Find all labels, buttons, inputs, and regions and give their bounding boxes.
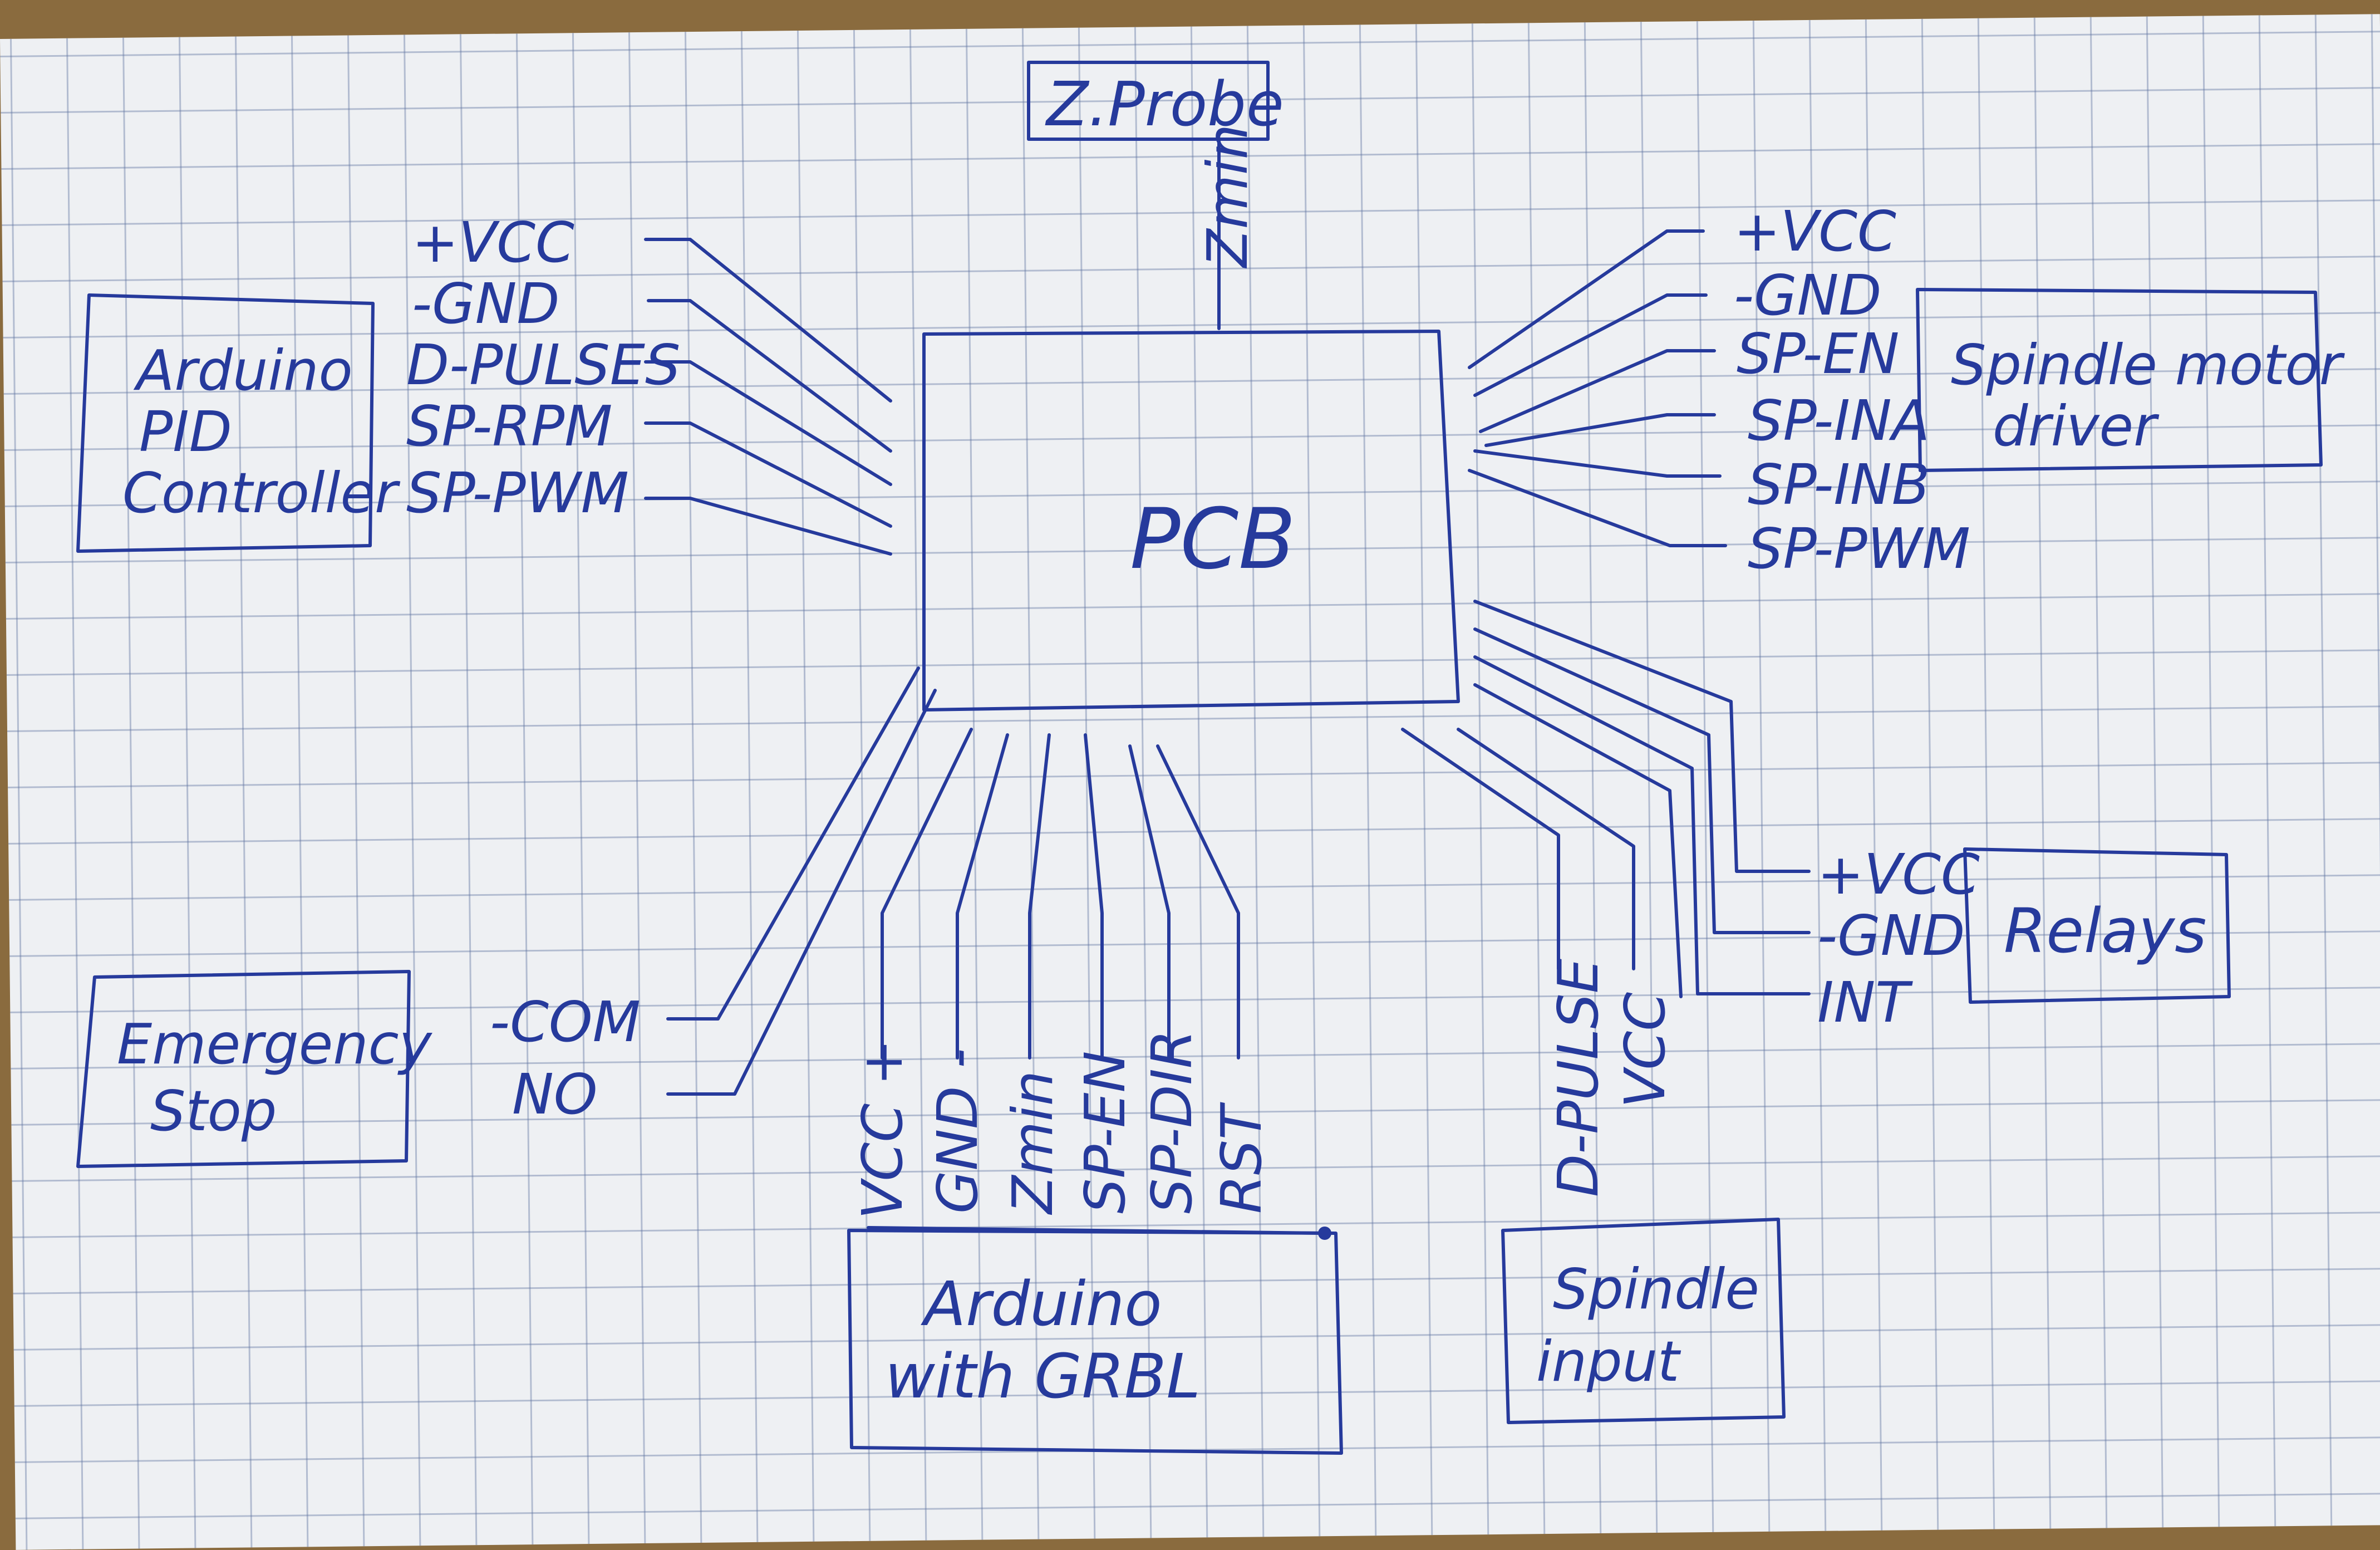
arduino-pid-box bbox=[76, 293, 375, 553]
pid-pin-gnd: -GND bbox=[412, 271, 559, 336]
z-probe-box bbox=[1027, 61, 1270, 141]
pcb-block: PCB bbox=[922, 330, 1460, 712]
estop-pin-com: -COM bbox=[490, 989, 641, 1054]
spindle-input-pin-d-pulse: D-PULSE bbox=[1546, 958, 1611, 1197]
arduino-pid-line-2: PID bbox=[139, 399, 232, 464]
arduino-grbl-line-2: with GRBL bbox=[885, 1341, 1201, 1412]
relay-pin-vcc: +VCC bbox=[1817, 842, 1980, 907]
relays-label: Relays bbox=[2004, 895, 2206, 967]
driver-wires bbox=[1468, 229, 1727, 547]
spindle-driver-line-1: Spindle motor bbox=[1951, 332, 2345, 398]
z-probe-label: Z.Probe bbox=[1045, 68, 1284, 140]
arduino-grbl-line-1: Arduino bbox=[921, 1268, 1162, 1340]
spindle-driver-box bbox=[1916, 288, 2323, 472]
driver-pin-gnd: -GND bbox=[1734, 263, 1881, 328]
spindle-input-line-2: input bbox=[1536, 1329, 1681, 1394]
header-dot bbox=[1318, 1227, 1331, 1240]
emergency-stop-block: Emergency Stop -COM NO bbox=[76, 666, 937, 1168]
relay-pin-int: INT bbox=[1817, 970, 1913, 1035]
pcb-label: PCB bbox=[1130, 491, 1296, 588]
pid-wires bbox=[644, 238, 892, 556]
pid-pin-d-pulses: D-PULSES bbox=[406, 332, 680, 398]
grbl-pin-rst: RST bbox=[1209, 1102, 1274, 1214]
spindle-input-wires bbox=[1401, 728, 1635, 970]
emergency-stop-box bbox=[76, 970, 411, 1168]
spindle-input-box bbox=[1501, 1218, 1786, 1424]
relay-wires bbox=[1473, 600, 1811, 998]
arduino-pid-line-3: Controller bbox=[122, 460, 401, 526]
driver-pin-sp-inb: SP-INB bbox=[1748, 452, 1930, 517]
relay-pin-gnd: -GND bbox=[1817, 903, 1965, 968]
spindle-input-block: Spindle input D-PULSE VCC bbox=[1401, 728, 1786, 1424]
grbl-wires bbox=[881, 728, 1240, 1060]
pid-pin-vcc: +VCC bbox=[412, 210, 574, 275]
arduino-pid-line-1: Arduino bbox=[133, 338, 353, 403]
arduino-pid-block: Arduino PID Controller +VCC -GND D-PULSE… bbox=[76, 210, 892, 556]
arduino-grbl-header bbox=[867, 1226, 1326, 1235]
driver-pin-sp-ina: SP-INA bbox=[1748, 388, 1930, 453]
spindle-driver-block: Spindle motor driver +VCC -GND SP-EN SP-… bbox=[1468, 199, 2345, 581]
driver-pin-sp-en: SP-EN bbox=[1737, 321, 1899, 386]
arduino-grbl-block: Arduino with GRBL VCC + GND - Zmin SP-EN… bbox=[847, 728, 1343, 1455]
driver-pin-sp-pwm: SP-PWM bbox=[1748, 516, 1970, 581]
grbl-pin-vcc: VCC + bbox=[850, 1039, 915, 1219]
estop-wires bbox=[666, 666, 937, 1096]
emergency-stop-line-1: Emergency bbox=[117, 1012, 433, 1077]
pid-pin-sp-rpm: SP-RPM bbox=[406, 394, 612, 459]
spindle-input-pin-vcc: VCC bbox=[1612, 992, 1678, 1108]
z-probe-block: Z.Probe Zmin bbox=[1027, 61, 1284, 330]
grbl-pin-gnd: GND - bbox=[925, 1048, 990, 1214]
pid-pin-sp-pwm: SP-PWM bbox=[406, 460, 629, 526]
zmin-wire-label: Zmin bbox=[1195, 124, 1260, 269]
spindle-input-line-1: Spindle bbox=[1553, 1257, 1759, 1322]
relays-block: Relays +VCC -GND INT bbox=[1473, 600, 2231, 1035]
grbl-pin-zmin: Zmin bbox=[1000, 1071, 1065, 1215]
spindle-driver-line-2: driver bbox=[1993, 394, 2160, 459]
pcb-box bbox=[922, 330, 1460, 712]
grbl-pin-sp-en: SP-EN bbox=[1073, 1051, 1138, 1214]
emergency-stop-line-2: Stop bbox=[150, 1078, 277, 1144]
relays-box bbox=[1963, 847, 2231, 1004]
grbl-pin-sp-dir: SP-DIR bbox=[1139, 1030, 1204, 1214]
driver-pin-vcc: +VCC bbox=[1734, 199, 1896, 264]
estop-pin-no: NO bbox=[512, 1062, 598, 1127]
